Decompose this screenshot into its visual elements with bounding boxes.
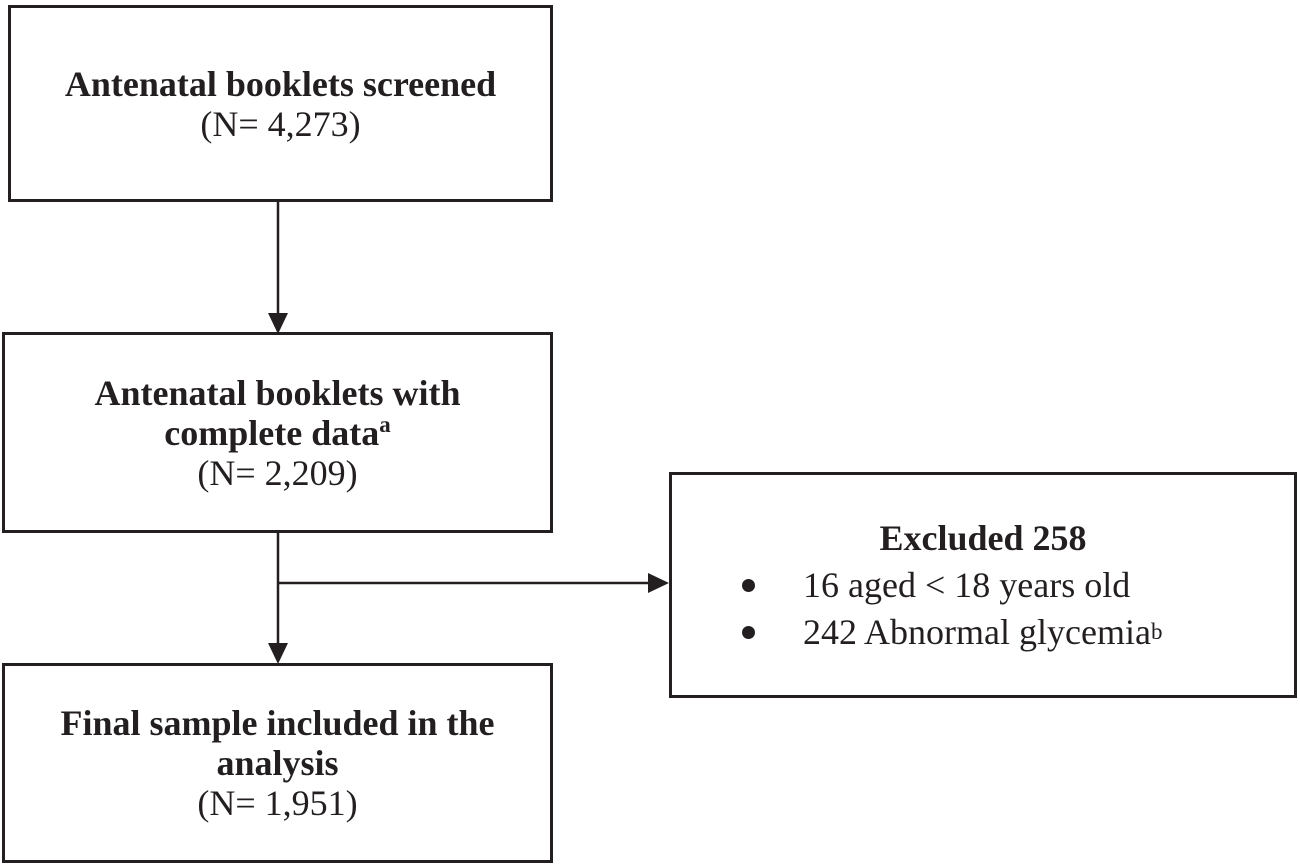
box-final-title-line2: analysis	[216, 743, 339, 783]
box-excluded-title: Excluded 258	[879, 517, 1087, 558]
box-complete-title-line1: Antenatal booklets with	[94, 372, 461, 413]
arrow-complete-to-final	[268, 533, 288, 664]
excluded-item-age: 16 aged < 18 years old	[672, 562, 1294, 609]
box-complete-title-text: complete data	[164, 412, 380, 453]
box-screened-title: Antenatal booklets screened	[64, 63, 497, 104]
box-complete-count: (N= 2,209)	[197, 452, 358, 493]
arrow-branch-to-excluded	[278, 573, 669, 593]
box-excluded: Excluded 258 16 aged < 18 years old 242 …	[669, 472, 1297, 698]
box-screened: Antenatal booklets screened (N= 4,273)	[8, 5, 553, 202]
excluded-item-glycemia-text: 242 Abnormal glycemia	[803, 611, 1151, 652]
footnote-a-marker: a	[379, 411, 391, 437]
box-screened-count: (N= 4,273)	[200, 103, 361, 144]
box-final-title-line1: Final sample included in the	[60, 703, 495, 743]
arrow-screened-to-complete	[268, 202, 288, 334]
box-complete-data: Antenatal booklets with complete dataa (…	[2, 332, 553, 533]
box-final-count: (N= 1,951)	[197, 783, 358, 823]
box-final-sample: Final sample included in the analysis (N…	[2, 663, 553, 863]
bullet-icon	[742, 578, 755, 592]
excluded-item-age-text: 16 aged < 18 years old	[803, 564, 1131, 605]
bullet-icon	[742, 625, 755, 639]
box-complete-title-line2: complete dataa	[164, 413, 390, 453]
